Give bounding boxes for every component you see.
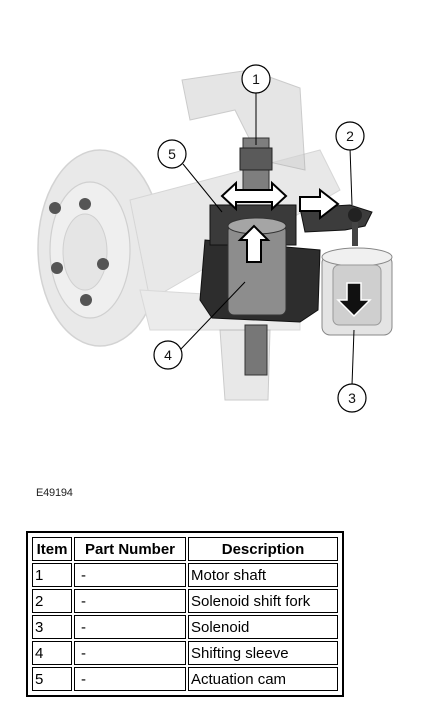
motor-shaft [239, 137, 273, 376]
wheel-studs [49, 198, 109, 306]
figure-code: E49194 [36, 487, 73, 499]
table-header-row: Item Part Number Description [32, 537, 338, 561]
cell-part-number: - [74, 563, 186, 587]
motion-arrows [220, 180, 372, 318]
cell-description: Shifting sleeve [188, 641, 338, 665]
table-row: 2 - Solenoid shift fork [32, 589, 338, 613]
cell-description: Motor shaft [188, 563, 338, 587]
callout-5: 5 [157, 139, 187, 169]
table-row: 1 - Motor shaft [32, 563, 338, 587]
header-item: Item [32, 537, 72, 561]
svg-text:4: 4 [164, 347, 172, 363]
leader-lines [179, 93, 355, 386]
header-description: Description [188, 537, 338, 561]
arrow-left-right [220, 180, 288, 212]
cell-part-number: - [74, 667, 186, 691]
table-row: 5 - Actuation cam [32, 667, 338, 691]
svg-text:2: 2 [346, 128, 354, 144]
arrow-up [237, 224, 271, 263]
parts-table: Item Part Number Description 1 - Motor s… [26, 531, 344, 697]
arrow-down [336, 282, 372, 318]
callout-2: 2 [335, 121, 365, 151]
cell-part-number: - [74, 641, 186, 665]
cell-item: 4 [32, 641, 72, 665]
callout-4: 4 [153, 340, 183, 370]
svg-text:5: 5 [168, 146, 176, 162]
cell-item: 2 [32, 589, 72, 613]
svg-text:1: 1 [252, 71, 260, 87]
cell-part-number: - [74, 589, 186, 613]
callout-1: 1 [241, 64, 271, 94]
cell-part-number: - [74, 615, 186, 639]
cell-description: Solenoid [188, 615, 338, 639]
table-row: 4 - Shifting sleeve [32, 641, 338, 665]
cell-item: 5 [32, 667, 72, 691]
header-part-number: Part Number [74, 537, 186, 561]
table-row: 3 - Solenoid [32, 615, 338, 639]
cell-item: 3 [32, 615, 72, 639]
arrow-right [299, 187, 340, 221]
technical-illustration: 1 2 3 4 5 [37, 64, 393, 413]
cell-description: Actuation cam [188, 667, 338, 691]
cell-item: 1 [32, 563, 72, 587]
callout-3: 3 [337, 383, 367, 413]
svg-text:3: 3 [348, 390, 356, 406]
cell-description: Solenoid shift fork [188, 589, 338, 613]
